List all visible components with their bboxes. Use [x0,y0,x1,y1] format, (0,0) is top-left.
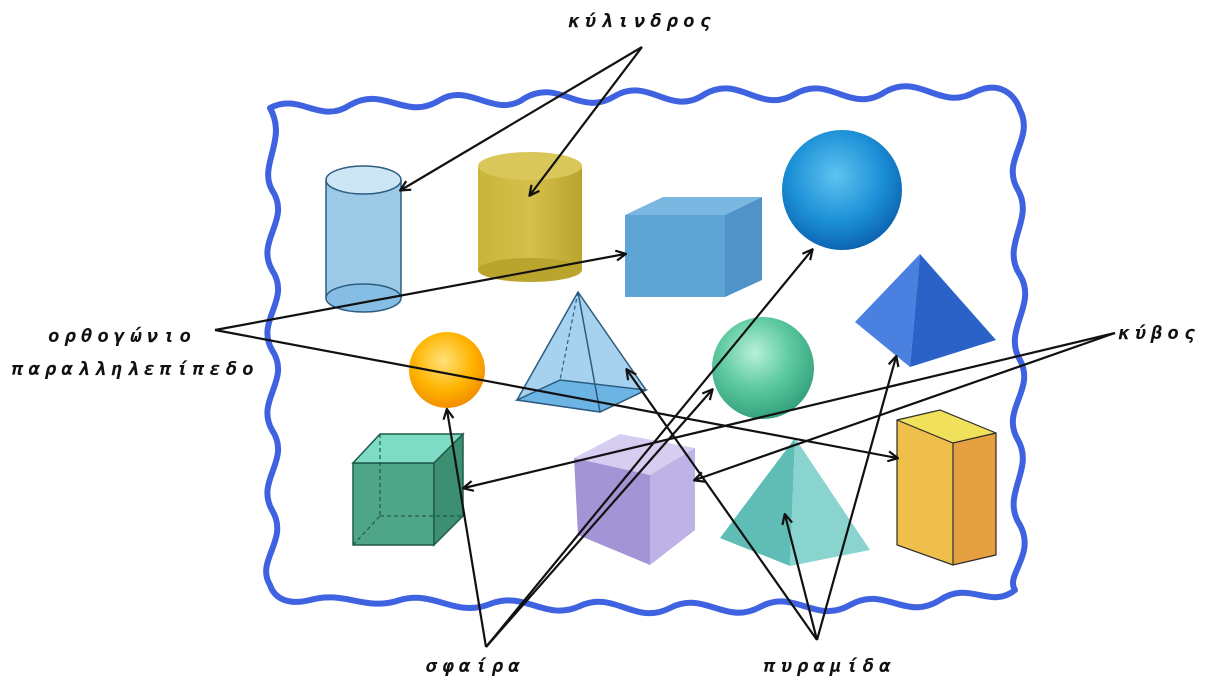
label-sphere: σφαίρα [426,655,525,677]
arrow-pyramid-1 [627,370,818,641]
arrows [214,46,1116,648]
sphere-blue [782,130,902,250]
cylinder-transparent [325,165,402,313]
arrow-pyramid-2 [785,515,819,641]
arrow-cube-1 [464,331,1116,488]
wavy-frame [263,83,1029,617]
box-yellow [896,409,997,566]
arrow-pyramid-3 [815,357,896,641]
sphere-orange [409,332,485,408]
arrow-sphere-1 [447,410,488,648]
arrow-sphere-2 [485,390,712,648]
pyramid-transparent [514,290,649,413]
label-rect-box-line2: παραλληλεπίπεδο [12,358,259,380]
label-rect-box: ορθογώνιο παραλληλεπίπεδο [12,320,259,386]
label-pyramid: πυραμίδα [764,655,896,677]
label-rect-box-line1: ορθογώνιο [48,325,196,347]
cylinder-olive [478,152,582,282]
arrow-cylinder-1 [401,46,643,190]
label-cube: κύβος [1118,322,1201,344]
arrow-cube-2 [695,331,1116,480]
pyramid-teal [720,438,870,566]
pyramid-blue [855,254,996,367]
arrow-box-1 [214,254,625,332]
arrow-sphere-3 [485,250,812,648]
box-blue [625,197,762,297]
cube-purple [574,434,695,565]
arrow-cylinder-2 [530,46,643,195]
sphere-green [712,317,814,419]
arrow-box-2 [214,328,897,458]
cube-green [351,432,465,547]
label-cylinder: κύλινδρος [568,10,716,32]
